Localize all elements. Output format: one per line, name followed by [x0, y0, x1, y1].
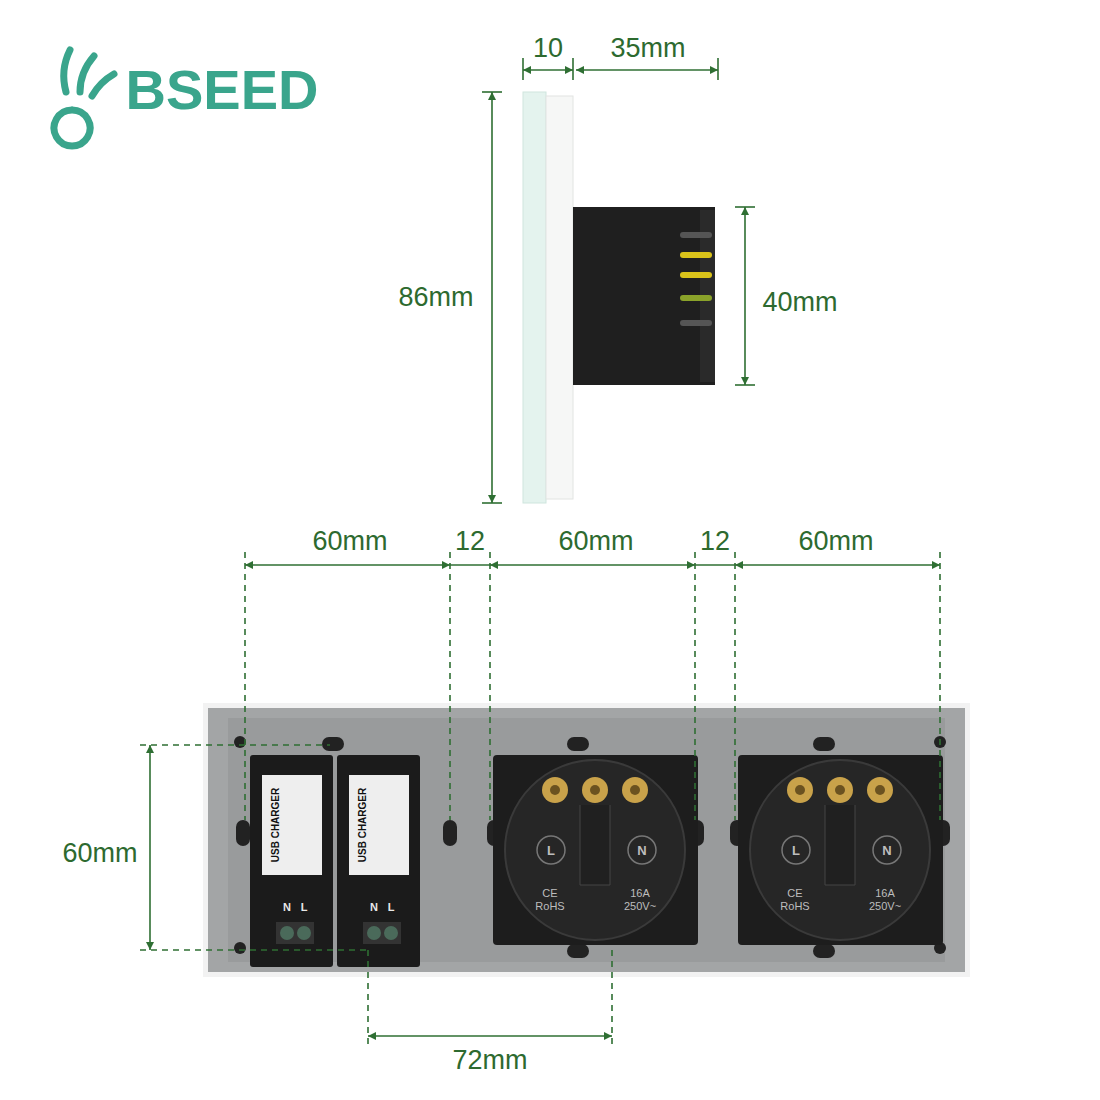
dimension-label: 86mm	[398, 284, 473, 311]
dimension-label: 10	[533, 35, 563, 62]
usb-modules	[250, 755, 420, 967]
dimension-label: 12	[700, 528, 730, 555]
cert-mark: RoHS	[535, 901, 564, 912]
terminal-mark: N	[882, 844, 891, 857]
cert-mark: CE	[787, 888, 802, 899]
dimension-lines	[482, 58, 755, 503]
terminal-mark: L	[388, 902, 395, 913]
dimension-label: 12	[455, 528, 485, 555]
cert-mark: CE	[542, 888, 557, 899]
terminal-mark: L	[547, 844, 555, 857]
schuko-sockets	[493, 755, 943, 945]
logo-icon	[54, 50, 114, 146]
terminal-mark: L	[792, 844, 800, 857]
rating-text: 250V~	[869, 901, 901, 912]
module-label: USB CHARGER	[358, 788, 368, 862]
socket-panel	[203, 703, 970, 977]
terminal-mark: L	[301, 902, 308, 913]
dimension-ticks	[146, 66, 940, 1040]
rating-text: 16A	[875, 888, 895, 899]
brand-logo: BSEED	[126, 62, 319, 118]
dimension-lines	[140, 552, 940, 1046]
dimension-label: 60mm	[62, 840, 137, 867]
cert-mark: RoHS	[780, 901, 809, 912]
side-view	[523, 92, 715, 503]
dimension-label: 60mm	[798, 528, 873, 555]
rating-text: 250V~	[624, 901, 656, 912]
terminal-mark: N	[370, 902, 378, 913]
terminal-mark: N	[637, 844, 646, 857]
dimension-label: 60mm	[558, 528, 633, 555]
dimension-label: 35mm	[610, 35, 685, 62]
dimension-label: 40mm	[762, 289, 837, 316]
dimension-label: 60mm	[312, 528, 387, 555]
rating-text: 16A	[630, 888, 650, 899]
dimension-label: 72mm	[452, 1047, 527, 1074]
terminal-mark: N	[283, 902, 291, 913]
module-label: USB CHARGER	[271, 788, 281, 862]
